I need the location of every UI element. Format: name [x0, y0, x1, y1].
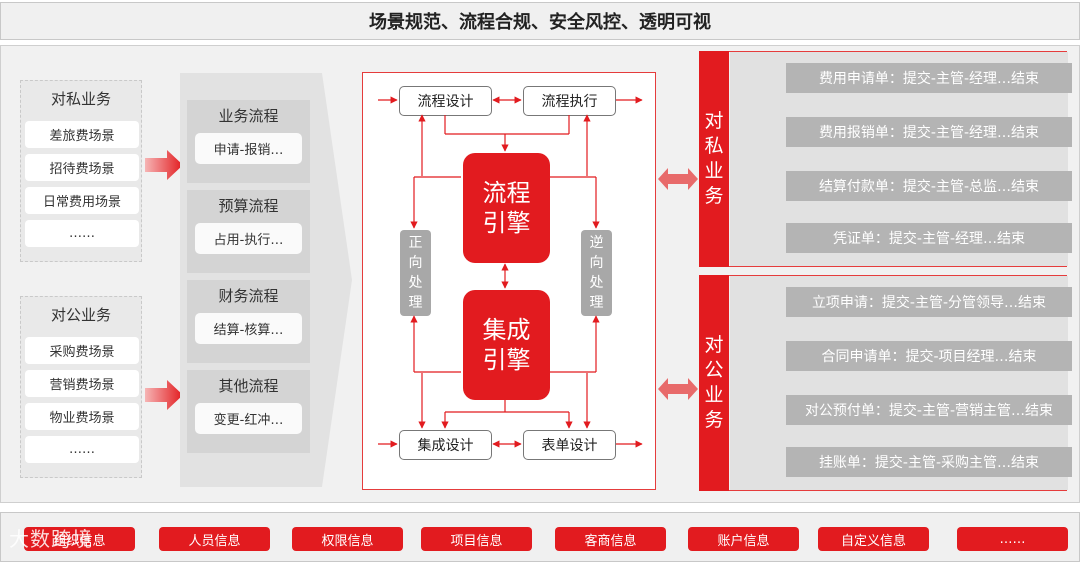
double-arrow-icon	[658, 168, 698, 190]
flow-card-sub: 占用-执行…	[195, 223, 302, 254]
integration-engine-line2: 引擎	[482, 346, 531, 374]
scene-item: 差旅费场景	[25, 121, 139, 148]
public-list: 立项申请：提交-主管-分管领导…结束 合同申请单：提交-项目经理…结束 对公预付…	[730, 276, 1072, 490]
private-tab: 对 私 业 务	[699, 51, 729, 267]
flow-engine-line1: 流程	[482, 179, 531, 207]
integration-engine-line1: 集成	[482, 316, 531, 344]
node-process-design: 流程设计	[399, 86, 492, 116]
public-scene-group: 对公业务 采购费场景 营销费场景 物业费场景 ……	[20, 296, 142, 478]
header-banner: 场景规范、流程合规、安全风控、透明可视	[0, 2, 1080, 40]
master-data-bar: 组织信息 人员信息 权限信息 项目信息 客商信息 账户信息 自定义信息 …… 大…	[0, 512, 1080, 562]
scene-item: 营销费场景	[25, 370, 139, 397]
scene-item: 物业费场景	[25, 403, 139, 430]
forward-char: 向	[408, 255, 423, 271]
info-pill-permission: 权限信息	[292, 527, 403, 551]
flow-card-finance: 财务流程 结算-核算…	[187, 280, 310, 363]
private-tab-char: 务	[704, 185, 724, 207]
reverse-char: 处	[589, 275, 604, 291]
workflow-item: 对公预付单：提交-主管-营销主管…结束	[786, 395, 1072, 425]
private-scene-title: 对私业务	[50, 90, 111, 108]
public-tab-char: 业	[704, 384, 724, 406]
flow-card-title: 业务流程	[218, 107, 279, 125]
forward-processing: 正 向 处 理	[400, 230, 431, 316]
public-scene-title: 对公业务	[50, 306, 111, 324]
flow-card-sub: 结算-核算…	[195, 313, 302, 344]
integration-engine: 集成引擎	[463, 290, 550, 400]
node-integration-design: 集成设计	[399, 430, 492, 460]
private-tab-char: 业	[704, 160, 724, 182]
workflow-item: 合同申请单：提交-项目经理…结束	[786, 341, 1072, 371]
flow-card-title: 其他流程	[218, 377, 279, 395]
workflow-item: 凭证单：提交-主管-经理…结束	[786, 223, 1072, 253]
scene-item: 采购费场景	[25, 337, 139, 364]
flow-card-sub: 变更-红冲…	[195, 403, 302, 434]
scene-item: ……	[25, 436, 139, 463]
node-process-execution: 流程执行	[523, 86, 616, 116]
info-pill-more: ……	[957, 527, 1068, 551]
public-workflow-panel: 对 公 业 务 立项申请：提交-主管-分管领导…结束 合同申请单：提交-项目经理…	[699, 275, 1072, 491]
reverse-processing: 逆 向 处 理	[581, 230, 612, 316]
public-tab: 对 公 业 务	[699, 275, 729, 491]
private-workflow-panel: 对 私 业 务 费用申请单：提交-主管-经理…结束 费用报销单：提交-主管-经理…	[699, 51, 1072, 267]
flow-card-title: 财务流程	[218, 287, 279, 305]
header-title: 场景规范、流程合规、安全风控、透明可视	[369, 12, 711, 33]
double-arrow-icon	[658, 378, 698, 400]
flow-card-budget: 预算流程 占用-执行…	[187, 190, 310, 273]
arrow-right-icon	[145, 380, 183, 410]
reverse-char: 逆	[589, 235, 604, 251]
flow-engine-line2: 引擎	[482, 209, 531, 237]
private-tab-char: 对	[704, 110, 724, 132]
engine-box: 流程设计 流程执行 集成设计 表单设计 流程引擎 集成引擎 正 向 处 理 逆 …	[362, 72, 656, 490]
info-pill-account: 账户信息	[688, 527, 799, 551]
workflow-item: 费用报销单：提交-主管-经理…结束	[786, 117, 1072, 147]
workflow-item: 结算付款单：提交-主管-总监…结束	[786, 171, 1072, 201]
workflow-item: 挂账单：提交-主管-采购主管…结束	[786, 447, 1072, 477]
watermark-logo: 大数跨境	[9, 527, 93, 551]
workflow-item: 立项申请：提交-主管-分管领导…结束	[786, 287, 1072, 317]
info-pill-merchant: 客商信息	[555, 527, 666, 551]
public-tab-char: 务	[704, 409, 724, 431]
reverse-char: 理	[589, 295, 604, 311]
node-form-design: 表单设计	[523, 430, 616, 460]
reverse-char: 向	[589, 255, 604, 271]
public-tab-char: 公	[704, 359, 724, 381]
scene-item: 日常费用场景	[25, 187, 139, 214]
chevron-right-icon	[322, 73, 352, 487]
private-tab-char: 私	[704, 135, 724, 157]
info-pill-project: 项目信息	[421, 527, 532, 551]
info-pill-custom: 自定义信息	[818, 527, 929, 551]
flow-card-business: 业务流程 申请-报销…	[187, 100, 310, 183]
flow-engine: 流程引擎	[463, 153, 550, 263]
flow-card-other: 其他流程 变更-红冲…	[187, 370, 310, 453]
forward-char: 理	[408, 295, 423, 311]
scene-item: 招待费场景	[25, 154, 139, 181]
flow-card-sub: 申请-报销…	[195, 133, 302, 164]
arrow-right-icon	[145, 150, 183, 180]
forward-char: 处	[408, 275, 423, 291]
forward-char: 正	[408, 235, 423, 251]
info-pill-people: 人员信息	[159, 527, 270, 551]
workflow-item: 费用申请单：提交-主管-经理…结束	[786, 63, 1072, 93]
flow-card-title: 预算流程	[218, 197, 279, 215]
public-tab-char: 对	[704, 334, 724, 356]
scene-item: ……	[25, 220, 139, 247]
flow-column: 业务流程 申请-报销… 预算流程 占用-执行… 财务流程 结算-核算… 其他流程…	[180, 73, 322, 487]
private-list: 费用申请单：提交-主管-经理…结束 费用报销单：提交-主管-经理…结束 结算付款…	[730, 52, 1072, 266]
private-scene-group: 对私业务 差旅费场景 招待费场景 日常费用场景 ……	[20, 80, 142, 262]
info-pill-org: 组织信息	[24, 527, 135, 551]
